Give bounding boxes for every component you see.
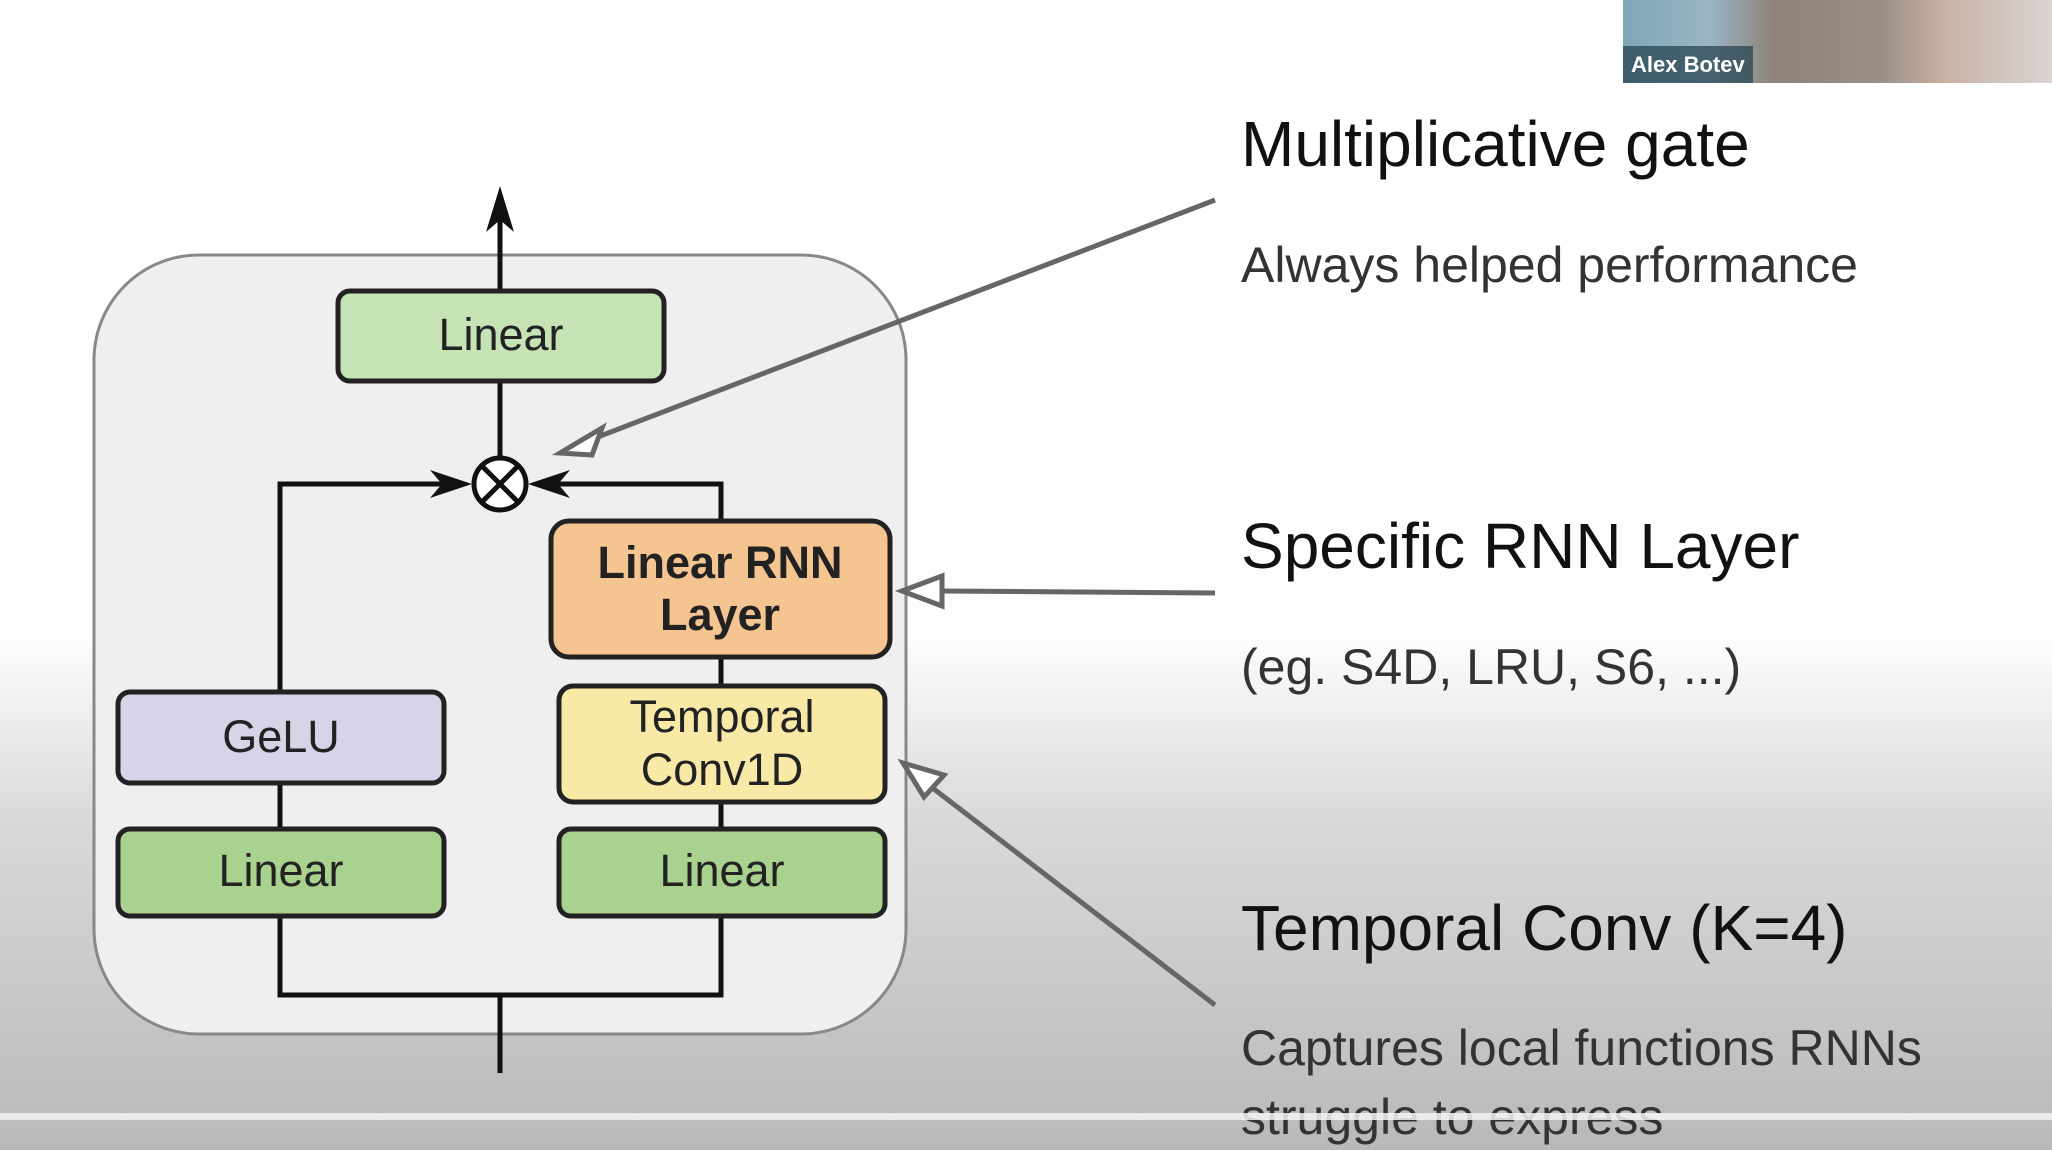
multiply-gate-icon xyxy=(471,455,529,513)
callout-arrow-rnn xyxy=(939,588,1216,596)
speaker-video-thumbnail: Alex Botev xyxy=(1623,0,2052,83)
rnn-layer-label-line1: Linear RNN xyxy=(597,537,842,588)
annotation-text-gate: Always helped performance xyxy=(1241,237,1858,293)
right-linear-label: Linear xyxy=(659,845,784,896)
gelu-label: GeLU xyxy=(222,711,340,762)
linear-rnn-layer-box: Linear RNN Layer xyxy=(548,518,893,660)
callout-arrowhead-conv-icon xyxy=(897,758,949,802)
video-progress-bar[interactable] xyxy=(0,1113,2052,1120)
top-linear-label: Linear xyxy=(438,309,563,360)
left-input-arrow-icon xyxy=(430,470,472,498)
annotation-text-rnn: (eg. S4D, LRU, S6, ...) xyxy=(1241,639,1741,695)
annotation-title-conv: Temporal Conv (K=4) xyxy=(1241,892,1847,964)
top-linear-box: Linear xyxy=(335,288,667,384)
output-arrow-icon xyxy=(486,186,514,232)
gelu-box: GeLU xyxy=(115,689,447,786)
speaker-name-label: Alex Botev xyxy=(1623,46,1753,83)
left-linear-label: Linear xyxy=(218,845,343,896)
annotation-text-conv-line1: Captures local functions RNNs xyxy=(1241,1020,1922,1076)
connectors xyxy=(277,205,724,1073)
left-linear-box: Linear xyxy=(115,826,447,919)
temporal-conv-box: Temporal Conv1D xyxy=(556,683,888,805)
temporal-conv-label-line2: Conv1D xyxy=(641,744,804,795)
right-input-arrow-icon xyxy=(528,470,570,498)
annotation-title-rnn: Specific RNN Layer xyxy=(1241,510,1799,582)
callout-arrow-conv xyxy=(928,784,1217,1007)
right-linear-box: Linear xyxy=(556,826,888,919)
callout-arrowhead-gate-icon xyxy=(551,422,607,458)
annotation-title-gate: Multiplicative gate xyxy=(1241,108,1750,180)
callout-arrow-gate xyxy=(589,197,1216,443)
callout-arrowhead-rnn-icon xyxy=(894,572,945,610)
rnn-layer-label-line2: Layer xyxy=(660,589,780,640)
temporal-conv-label-line1: Temporal xyxy=(629,691,814,742)
